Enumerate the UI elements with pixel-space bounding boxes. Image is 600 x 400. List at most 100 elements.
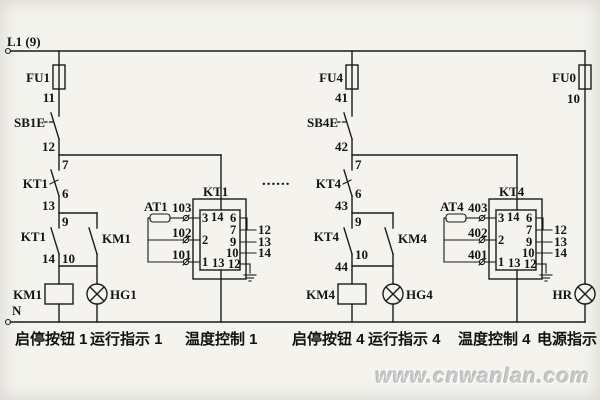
- pin-number: 10: [226, 246, 239, 260]
- caption-power-indicator: 电源指示: [537, 330, 597, 348]
- timer-no-contact: KT1: [21, 227, 60, 255]
- fuse-label: FU0: [552, 70, 576, 85]
- circuit-4: FU4 41 SB4E 42 7 KT4 6 43 9 KT4 10 44 KM…: [306, 50, 518, 323]
- timer-no-contact: KT4: [314, 227, 353, 255]
- wire-number: 10: [567, 91, 580, 106]
- wire-number: 41: [335, 90, 348, 105]
- terminal-slash: [478, 236, 486, 244]
- temperature-controller-kt1: KT1 AT1 103 102 101 3 2 1: [144, 154, 272, 323]
- pin-number: 1: [202, 255, 208, 269]
- pin-number: 6: [355, 186, 362, 201]
- caption-run-indicator-4: 运行指示 4: [368, 330, 441, 348]
- terminal-number: 401: [468, 247, 488, 262]
- lead-number: 14: [258, 245, 272, 260]
- terminal-slash: [182, 214, 190, 222]
- terminal-slash: [182, 236, 190, 244]
- contact-blade: [343, 112, 353, 140]
- wire-number: 42: [335, 139, 348, 154]
- contact-label: KT4: [314, 229, 340, 244]
- block-outer-box: [488, 198, 543, 280]
- pin-number: 7: [355, 157, 362, 172]
- lamp-cross: [89, 286, 105, 302]
- pin-number: 6: [62, 186, 69, 201]
- fuse-label: FU4: [319, 70, 343, 85]
- pushbutton-contact: SB4E: [307, 112, 353, 140]
- neutral-rail-label: N: [12, 303, 22, 318]
- wire-number: 14: [42, 251, 56, 266]
- pin-number: 14: [211, 210, 224, 224]
- contact-blade: [384, 227, 394, 255]
- pin-number: 10: [62, 251, 75, 266]
- pin-number: 9: [230, 235, 236, 249]
- contact-blade: [50, 112, 60, 140]
- pin-number: 3: [498, 211, 504, 225]
- contact-label: KM4: [398, 231, 427, 246]
- live-rail: L1 (9): [4, 34, 586, 55]
- contact-blade: [50, 227, 60, 255]
- circuit-1: FU1 11 SB1E 12 7 KT1 6 13 9 KT1: [13, 50, 222, 323]
- coil-label: KM4: [306, 287, 335, 302]
- pin-number: 7: [526, 223, 532, 237]
- caption-temp-control-1: 温度控制 1: [185, 330, 258, 348]
- lamp-cross: [385, 286, 401, 302]
- pin-number: 9: [62, 214, 69, 229]
- block-title: KT4: [499, 184, 525, 199]
- terminal-number: 101: [172, 247, 192, 262]
- terminal-number: 402: [468, 225, 488, 240]
- contact-label: KT4: [316, 176, 342, 191]
- ellipsis-separator: ......: [262, 173, 291, 189]
- pin-number: 13: [212, 256, 225, 270]
- lead-number: 12: [258, 222, 271, 237]
- power-indicator-branch: FU0 10 HR: [552, 50, 596, 323]
- contact-label: KT1: [23, 176, 48, 191]
- indicator-branch: KM4 HG4: [382, 212, 433, 323]
- pin-number: 2: [202, 233, 208, 247]
- pushbutton-label: SB1E: [14, 115, 45, 130]
- pin-number: 12: [228, 257, 241, 271]
- pin-number: 12: [524, 257, 537, 271]
- wire-number: 43: [335, 198, 349, 213]
- contact-blade: [343, 169, 353, 197]
- block-title: KT1: [203, 184, 228, 199]
- fuse-symbol: [345, 64, 359, 90]
- ground-symbol: [239, 263, 257, 282]
- pin-number: 14: [507, 210, 520, 224]
- terminal-slash: [478, 258, 486, 266]
- pin-number: 2: [498, 233, 504, 247]
- delay-tick: [342, 179, 352, 185]
- sensor-loop: AT4 403 402 401: [440, 199, 497, 266]
- pin-number: 1: [498, 255, 504, 269]
- terminal-slash: [182, 258, 190, 266]
- contact-label: KT1: [21, 229, 46, 244]
- sensor-label: AT1: [144, 199, 168, 214]
- pin-number: 7: [230, 223, 236, 237]
- timer-delay-contact: 7 KT4 6: [316, 157, 362, 201]
- contact-blade: [343, 227, 353, 255]
- terminal-slash: [478, 214, 486, 222]
- fuse-label: FU1: [26, 70, 50, 85]
- fuse-symbol: [578, 64, 592, 90]
- wire-number: 11: [43, 90, 55, 105]
- pin-number: 6: [230, 211, 236, 225]
- sensor-loop: AT1 103 102 101: [144, 199, 201, 266]
- caption-start-stop-4: 启停按钮 4: [292, 330, 365, 348]
- neutral-terminal-dot: [4, 318, 12, 326]
- sensor-symbol: [149, 213, 171, 223]
- wire-number: 12: [42, 139, 55, 154]
- pushbutton-contact: SB1E: [14, 112, 60, 140]
- pin-number: 10: [522, 246, 535, 260]
- pin-number: 9: [355, 214, 362, 229]
- lamp-cross: [577, 286, 593, 302]
- ground-symbol: [535, 263, 553, 282]
- lamp-label: HG1: [110, 287, 137, 302]
- block-outer-box: [192, 198, 247, 280]
- terminal-number: 102: [172, 225, 192, 240]
- contact-label: KM1: [102, 231, 131, 246]
- delay-tick: [49, 179, 59, 185]
- pin-number: 6: [526, 211, 532, 225]
- lead-number: 12: [554, 222, 567, 237]
- pin-number: 10: [355, 247, 368, 262]
- pin-number: 9: [526, 235, 532, 249]
- pin-number: 3: [202, 211, 208, 225]
